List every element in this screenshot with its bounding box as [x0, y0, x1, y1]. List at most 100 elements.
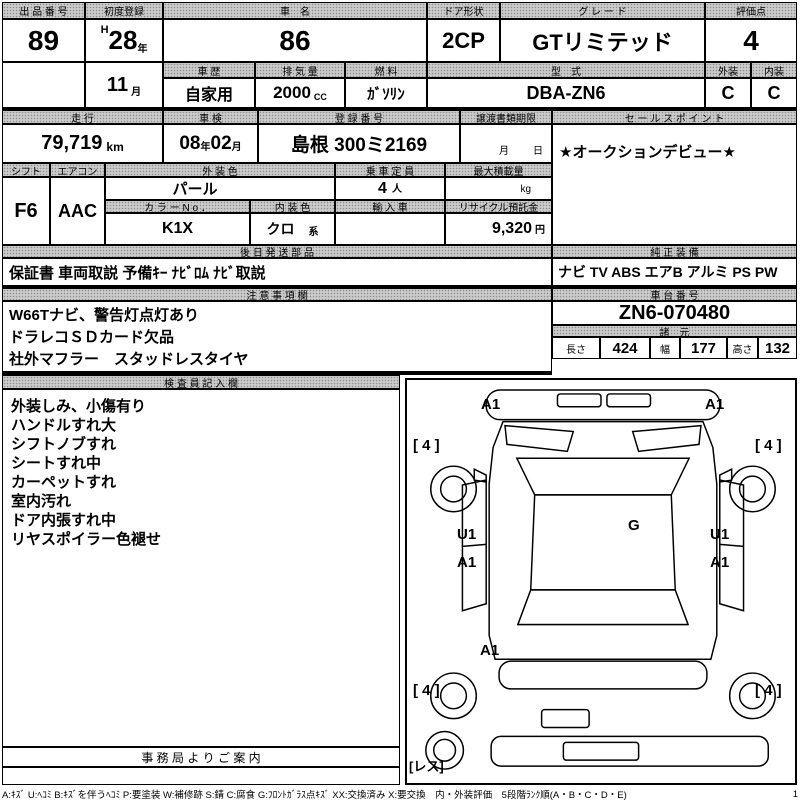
note-line: W66Tナビ、警告灯点灯あり — [9, 307, 200, 324]
history-label: 車 歴 — [163, 62, 255, 78]
later-parts-label: 後 日 発 送 部 品 — [2, 245, 552, 258]
side-panel-right — [719, 479, 745, 612]
recycle-deposit-value: 9,320 円 — [445, 213, 552, 245]
first-registration-month: 11 月 — [85, 62, 163, 108]
damage-annotation: U1 — [710, 526, 730, 543]
exterior-grade-value: C — [705, 78, 751, 108]
inspector-line: 室内汚れ — [11, 493, 72, 510]
fuel-label: 燃 料 — [345, 62, 427, 78]
headlight-right — [631, 424, 702, 453]
color-number-label: カ ラ ー N o ． — [105, 200, 250, 213]
wheel-front-right — [728, 465, 776, 513]
notes-label: 注 意 事 項 欄 — [2, 288, 552, 301]
glass-damage-annotation: G — [628, 517, 640, 534]
inspector-line: リヤスポイラー色褪せ — [11, 531, 162, 548]
aircon-value: AAC — [50, 177, 105, 245]
equipment-value: ナビ TV ABS エアB アルミ PS PW — [552, 258, 797, 286]
aircon-label: エアコン — [50, 163, 105, 177]
car-name-value: 86 — [163, 19, 427, 62]
lot-number-label: 出 品 番 号 — [2, 2, 85, 19]
mileage-number: 79,719 — [41, 132, 103, 154]
inspection-month: 02 — [210, 132, 232, 154]
section-divider — [2, 286, 797, 288]
front-grille-left — [556, 393, 602, 408]
registration-number-label: 登 録 番 号 — [258, 110, 460, 124]
inspector-line: ドア内張すれ中 — [11, 512, 117, 529]
damage-diagram-box: A1 A1 [ 4 ] [ 4 ] U1 A1 G U1 A1 A1 [ 4 ]… — [405, 378, 797, 785]
registration-number-value: 島根 300ミ2169 — [258, 124, 460, 163]
page-number: 1 — [792, 788, 798, 800]
tire-depth-annotation: [ 4 ] — [413, 682, 440, 699]
transfer-deadline-label: 譲渡書類期限 — [460, 110, 552, 124]
first-registration-year: H 28 年 — [85, 19, 163, 62]
door-split-right — [719, 543, 744, 548]
side-panel-left — [461, 479, 487, 612]
era-year: 28 — [108, 25, 138, 55]
inspector-line: カーペットすれ — [11, 474, 117, 491]
notes-box: W66Tナビ、警告灯点灯あり ドラレコＳＤカード欠品 社外マフラー スタッドレス… — [2, 301, 552, 372]
damage-annotation: A1 — [710, 554, 730, 571]
car-name-label: 車 名 — [163, 2, 427, 19]
fuel-value: ｶﾞｿﾘﾝ — [345, 78, 427, 108]
car-body-outline — [488, 420, 718, 660]
spec-width-label: 幅 — [650, 337, 680, 359]
wheel-rear-left — [430, 672, 478, 720]
note-line: 社外マフラー スタッドレスタイヤ — [9, 351, 249, 368]
exterior-color-value: パール — [105, 177, 335, 200]
inspection-value: 08 年 02 月 — [163, 124, 258, 163]
year-unit: 年 — [137, 44, 148, 55]
inspector-notes-label: 検 査 員 記 入 欄 — [2, 375, 400, 389]
month-unit: 月 — [131, 87, 142, 98]
tire-depth-annotation: [ 4 ] — [755, 682, 782, 699]
displacement-number: 2000 — [273, 83, 311, 102]
spec-height-label: 高さ — [727, 337, 758, 359]
inspection-label: 車 検 — [163, 110, 258, 124]
first-registration-label: 初度登録 — [85, 2, 163, 19]
sales-point-box: ★オークションデビュー★ — [552, 124, 797, 245]
sales-point-label: セ ー ル ス ポ イ ン ト — [552, 110, 797, 124]
interior-color-label: 内 装 色 — [250, 200, 335, 213]
recycle-deposit-unit: 円 — [535, 225, 545, 236]
inspector-line: ハンドルすれ大 — [11, 417, 117, 434]
license-plate — [540, 708, 590, 729]
displacement-unit: CC — [313, 92, 327, 102]
headlight-left — [504, 424, 575, 453]
office-info-label: 事 務 局 よ り ご 案 内 — [2, 747, 400, 767]
score-value: 4 — [705, 19, 797, 62]
tire-depth-annotation: [ 4 ] — [755, 437, 782, 454]
grade-label: グ レ ー ド — [500, 2, 705, 19]
legend: A:ｷｽﾞ U:ﾍｺﾐ B:ｷｽﾞを伴うﾍｺﾐ P:要塗装 W:補修跡 S:錆 … — [2, 788, 798, 800]
max-load-unit: kg — [520, 184, 531, 195]
door-shape-label: ドア形状 — [427, 2, 500, 19]
interior-color-value: クロ 系 — [250, 213, 335, 245]
rear-window — [516, 589, 690, 626]
mileage-value: 79,719 km — [2, 124, 163, 163]
lot-empty-cell — [2, 62, 85, 108]
damage-annotation: A1 — [705, 396, 725, 413]
spec-width-value: 177 — [680, 337, 727, 359]
mileage-label: 走 行 — [2, 110, 163, 124]
inspector-notes-box: 外装しみ、小傷有り ハンドルすれ大 シフトノブすれ シートすれ中 カーペットすれ… — [2, 389, 400, 747]
inspection-year: 08 — [179, 132, 201, 154]
model-code-value: DBA-ZN6 — [427, 78, 705, 108]
chassis-number-value: ZN6-070480 — [552, 301, 797, 325]
section-divider — [2, 372, 552, 375]
era-letter: H — [100, 24, 109, 36]
exterior-color-label: 外 装 色 — [105, 163, 335, 177]
later-parts-value: 保証書 車両取説 予備ｷｰ ﾅﾋﾞﾛﾑ ﾅﾋﾞ取説 — [2, 258, 552, 286]
color-number-value: K1X — [105, 213, 250, 245]
transfer-deadline-value: 月 日 — [460, 124, 552, 163]
front-bumper — [485, 389, 721, 421]
import-car-label: 輸 入 車 — [335, 200, 445, 213]
damage-annotation: A1 — [480, 642, 500, 659]
import-car-value — [335, 213, 445, 245]
shift-label: シフト — [2, 163, 50, 177]
inspector-line: シートすれ中 — [11, 455, 102, 472]
tire-depth-annotation: [ 4 ] — [413, 437, 440, 454]
inspection-year-unit: 年 — [200, 142, 211, 153]
exterior-grade-label: 外装 — [705, 62, 751, 78]
legend-text: A:ｷｽﾞ U:ﾍｺﾐ B:ｷｽﾞを伴うﾍｺﾐ P:要塗装 W:補修跡 S:錆 … — [2, 790, 627, 800]
score-label: 評価点 — [705, 2, 797, 19]
spare-tire-less-annotation: [レス] — [409, 759, 444, 774]
sales-point-text: ★オークションデビュー★ — [559, 144, 736, 161]
